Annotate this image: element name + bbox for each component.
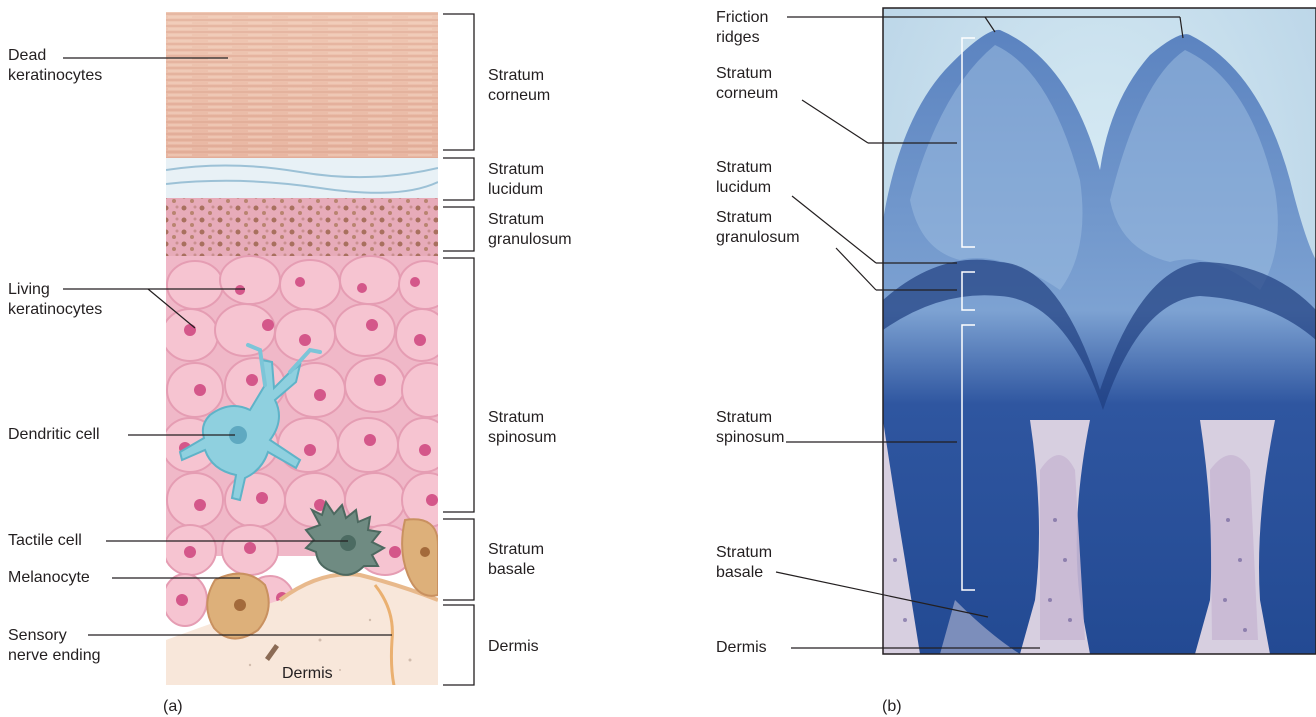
micrograph — [883, 8, 1316, 654]
label-friction-ridges: Friction ridges — [716, 8, 768, 48]
label-b-dermis: Dermis — [716, 638, 767, 658]
label-b-stratum-spinosum: Stratum spinosum — [716, 408, 784, 448]
panel-a-brackets — [443, 14, 474, 685]
label-a-stratum-granulosum: Stratum granulosum — [488, 210, 572, 250]
label-a-stratum-corneum: Stratum corneum — [488, 66, 550, 106]
label-b-stratum-granulosum: Stratum granulosum — [716, 208, 800, 248]
label-melanocyte: Melanocyte — [8, 568, 90, 588]
label-dermis-inner: Dermis — [282, 664, 333, 684]
granulosum-region — [166, 198, 438, 256]
caption-b: (b) — [882, 697, 902, 717]
label-b-stratum-basale: Stratum basale — [716, 543, 772, 583]
caption-a: (a) — [163, 697, 183, 717]
label-sensory-nerve-ending: Sensory nerve ending — [8, 626, 101, 666]
epidermis-illustration — [162, 12, 454, 690]
label-b-stratum-lucidum: Stratum lucidum — [716, 158, 772, 198]
label-dendritic-cell: Dendritic cell — [8, 425, 100, 445]
label-a-stratum-lucidum: Stratum lucidum — [488, 160, 544, 200]
label-a-dermis: Dermis — [488, 637, 539, 657]
label-a-stratum-basale: Stratum basale — [488, 540, 544, 580]
label-a-stratum-spinosum: Stratum spinosum — [488, 408, 556, 448]
label-dead-keratinocytes: Dead keratinocytes — [8, 46, 102, 86]
label-living-keratinocytes: Living keratinocytes — [8, 280, 102, 320]
label-b-stratum-corneum: Stratum corneum — [716, 64, 778, 104]
label-tactile-cell: Tactile cell — [8, 531, 82, 551]
